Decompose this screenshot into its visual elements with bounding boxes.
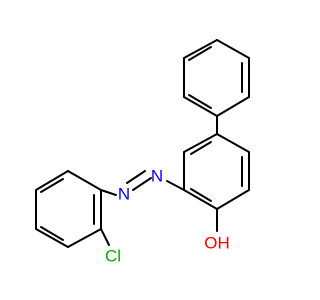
azo-double-bond xyxy=(126,170,152,191)
bond xyxy=(216,189,250,210)
azo-nitrogen-1: N xyxy=(151,167,163,186)
chlorine-atom: Cl xyxy=(105,247,121,266)
bond xyxy=(216,39,250,59)
bond xyxy=(67,170,102,191)
phenol-ring xyxy=(183,133,250,210)
azo-nitrogen-2: N xyxy=(118,185,130,204)
c-n-bond xyxy=(166,180,185,191)
double-bond-inner xyxy=(40,178,64,193)
bond xyxy=(183,133,218,153)
bond xyxy=(183,39,218,59)
bond xyxy=(183,96,218,117)
double-bond-inner xyxy=(188,94,212,109)
double-bond-inner xyxy=(188,46,212,61)
structure-diagram: N N OH Cl xyxy=(35,39,250,266)
chlorophenyl-ring xyxy=(35,170,102,248)
hydroxyl-group: OH xyxy=(204,234,230,253)
c-cl-bond xyxy=(100,228,110,246)
bond xyxy=(35,170,69,191)
double-bond-inner xyxy=(190,141,212,155)
bond xyxy=(183,189,218,210)
bond xyxy=(126,170,146,184)
bond xyxy=(132,177,152,191)
molecule-canvas: N N OH Cl xyxy=(35,39,250,266)
n-c-bond xyxy=(100,189,117,196)
phenyl-ring xyxy=(183,39,250,117)
bond xyxy=(67,228,102,248)
bond xyxy=(216,133,250,153)
bond xyxy=(35,228,69,248)
double-bond-inner xyxy=(190,188,212,202)
bond xyxy=(216,96,250,117)
double-bond-inner xyxy=(40,226,64,241)
